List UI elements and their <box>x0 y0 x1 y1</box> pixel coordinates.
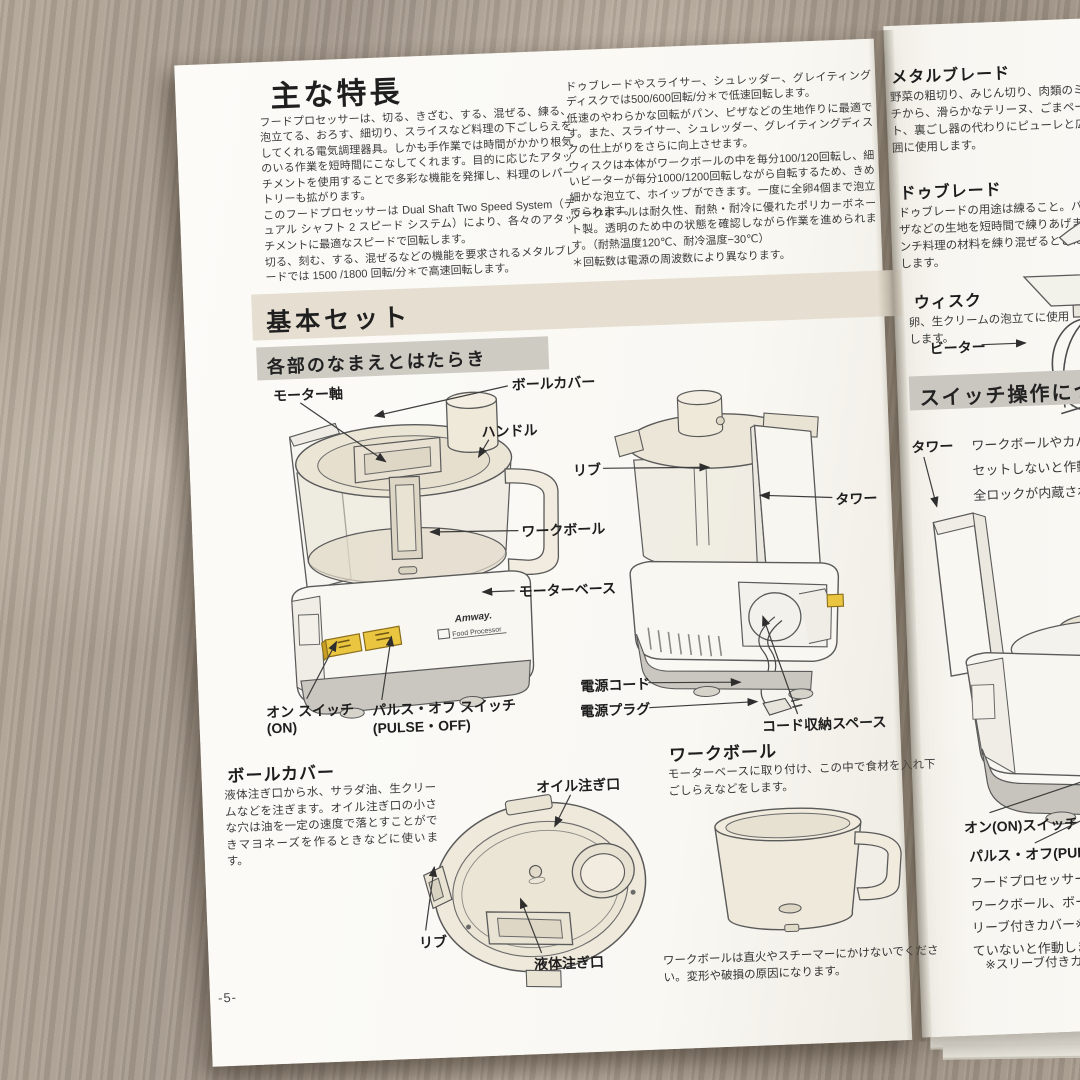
metal-blade-sketch <box>1058 175 1080 247</box>
label-lid-rib: リブ <box>418 933 448 951</box>
switch-operation-diagram <box>932 512 1080 825</box>
label-liquid-spout: 液体注ぎ口 <box>533 953 605 973</box>
bowl-cover-section-title: ボールカバー <box>227 762 336 786</box>
whisk-title: ウィスク <box>913 292 983 313</box>
brand-badge-icon <box>437 628 451 640</box>
label-pulse-switch-sub: (PULSE・OFF) <box>372 716 472 737</box>
label-bowl-cover: ボールカバー <box>511 373 596 393</box>
label-oil-spout: オイル注ぎ口 <box>535 775 621 796</box>
dough-blade-title: ドゥブレード <box>899 181 1003 203</box>
work-bowl-diagram <box>714 807 902 933</box>
label-rib: リブ <box>572 461 602 479</box>
label-beater: ビーター <box>929 338 986 357</box>
bowl-cover-diagram <box>423 794 647 988</box>
brand-logo-text: Amway. <box>453 610 492 625</box>
label-tower: タワー <box>835 489 878 508</box>
label-power-cord: 電源コード <box>580 675 651 695</box>
bowl-cover-section-body: 液体注ぎ口から水、サラダ油、生クリームなどを注ぎます。オイル注ぎ口の小さな穴は油… <box>224 781 439 869</box>
label-tower-right: タワー <box>911 437 954 456</box>
manual-booklet: 主な特長 フードプロセッサーは、切る、きざむ、する、混ぜる、練る、泡立てる、おろ… <box>174 6 1080 1073</box>
label-motor-base: モーターベース <box>518 579 617 600</box>
label-power-plug: 電源プラグ <box>580 700 651 720</box>
metal-blade-title: メタルブレード <box>890 65 1011 87</box>
label-motor-shaft: モーター軸 <box>272 385 344 404</box>
label-on-switch-sub: (ON) <box>266 719 298 737</box>
page-number: -5- <box>217 989 238 1006</box>
label-handle: ハンドル <box>481 421 538 440</box>
features-paragraph: フードプロセッサーは、切る、きざむ、する、混ぜる、練る、泡立てる、おろす、細切り… <box>259 105 574 207</box>
metal-blade-body: 野菜の粗切り、みじん切り、肉類のミンチから、滑らかなテリーヌ、ごまペースト、裏ご… <box>889 84 1080 155</box>
features-title: 主な特長 <box>269 75 404 114</box>
sleeve-cover-footnote: ※スリーブ付きカバー <box>985 953 1080 972</box>
label-pulse-switch-right: パルス・オフ(PULSE <box>968 843 1080 865</box>
work-bowl-section-title: ワークボール <box>668 741 778 765</box>
label-work-bowl: ワークボール <box>521 520 606 540</box>
